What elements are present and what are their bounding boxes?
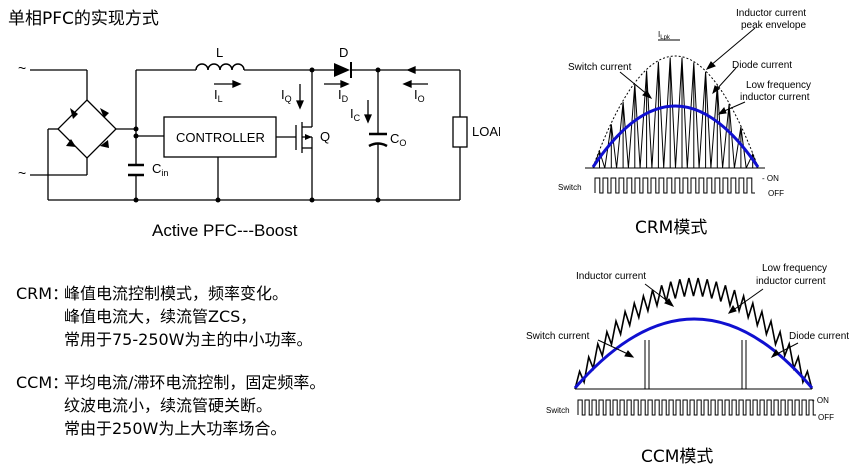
ccm-switch-label: Switch (546, 406, 570, 415)
ccm-line-2: 纹波电流小，续流管硬关断。 (64, 396, 273, 415)
ccm-low-freq-label-2: inductor current (756, 276, 826, 287)
crm-line-3: 常用于75-250W为主的中小功率。 (64, 330, 313, 349)
crm-label: CRM： (16, 284, 69, 303)
il-label: IL (214, 87, 223, 104)
crm-inductor-current-triangles (592, 57, 759, 169)
ccm-waveform: Inductor current Low frequency inductor … (526, 263, 849, 422)
crm-switch-waveform (594, 177, 755, 194)
id-label: ID (338, 87, 349, 104)
ccm-switch-waveform (577, 399, 816, 416)
crm-low-freq-label-2: inductor current (740, 92, 810, 103)
controller-label: CONTROLLER (176, 130, 265, 145)
io-label: IO (414, 87, 425, 104)
boost-pfc-circuit: ~ ~ CONTROLLER L D Q LOAD Cin CO IL IQ I… (18, 45, 500, 203)
crm-line-2: 峰值电流大，续流管ZCS， (64, 307, 257, 326)
page-title: 单相PFC的实现方式 (8, 9, 159, 29)
crm-switch-label: Switch (558, 183, 582, 192)
ccm-label: CCM： (16, 373, 69, 392)
circuit-caption: Active PFC---Boost (152, 221, 298, 240)
crm-inductor-current-label: Inductor current (736, 8, 806, 19)
ccm-caption: CCM模式 (641, 447, 714, 467)
ccm-switch-current-label: Switch current (526, 331, 590, 342)
switch-q-label: Q (320, 129, 330, 144)
crm-description: CRM：峰值电流控制模式，频率变化。 峰值电流大，续流管ZCS， 常用于75-2… (16, 282, 313, 351)
crm-peak-envelope (592, 55, 759, 168)
ic-label: IC (350, 106, 361, 123)
load-label: LOAD (472, 124, 500, 139)
ccm-inductor-current-label: Inductor current (576, 271, 646, 282)
crm-low-frequency-current (591, 104, 760, 168)
crm-diode-current-label: Diode current (732, 60, 792, 71)
ccm-off-label: OFF (818, 413, 834, 422)
ccm-low-frequency-current (573, 317, 814, 389)
ac-symbol-bottom: ~ (18, 165, 26, 181)
crm-off-label: OFF (768, 189, 784, 198)
ccm-inductor-current-ripple (574, 277, 813, 390)
crm-ipk-label: ILpk (658, 30, 671, 41)
crm-on-label: - ON (762, 174, 779, 183)
inductor-label: L (216, 45, 223, 60)
ac-symbol-top: ~ (18, 60, 26, 76)
ccm-low-freq-label-1: Low frequency (762, 263, 827, 274)
crm-caption: CRM模式 (635, 218, 708, 238)
diode-label: D (339, 45, 348, 60)
ccm-line-3: 常由于250W为上大功率场合。 (64, 419, 287, 438)
ccm-description: CCM：平均电流/滞环电流控制，固定频率。 纹波电流小，续流管硬关断。 常由于2… (16, 371, 325, 440)
crm-waveform: Inductor current peak envelope ILpk Swit… (558, 8, 811, 198)
ccm-on-label: - ON (812, 396, 829, 405)
ccm-diode-current-label: Diode current (789, 331, 849, 342)
co-label: CO (390, 131, 406, 148)
ccm-line-1: 平均电流/滞环电流控制，固定频率。 (64, 373, 326, 392)
cin-label: Cin (152, 161, 168, 178)
iq-label: IQ (281, 87, 292, 104)
crm-switch-current-label: Switch current (568, 62, 632, 73)
crm-low-freq-label-1: Low frequency (746, 80, 811, 91)
crm-line-1: 峰值电流控制模式，频率变化。 (64, 284, 289, 303)
crm-peak-envelope-label: peak envelope (741, 20, 806, 31)
